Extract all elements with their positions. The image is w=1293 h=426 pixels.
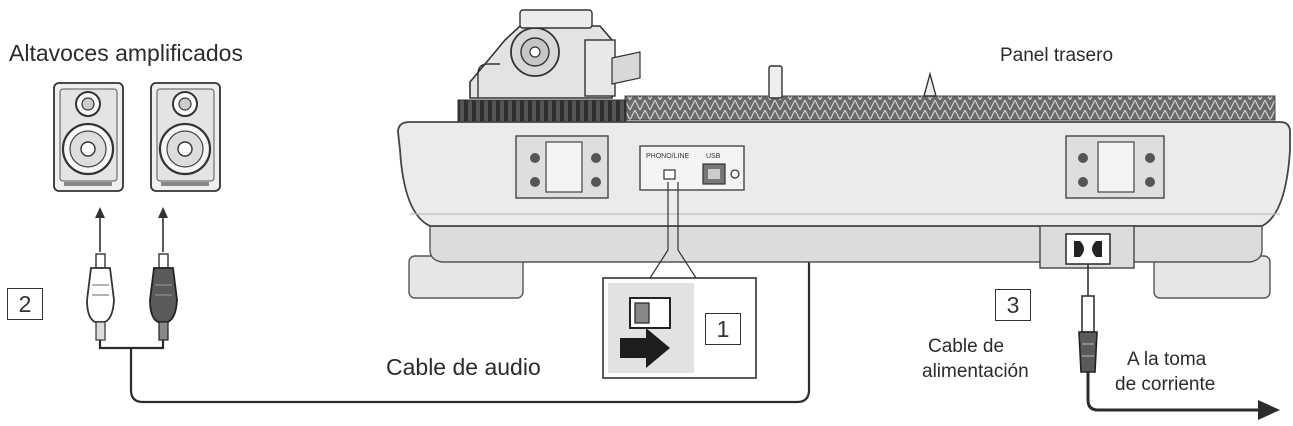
step-3-badge: 3 xyxy=(995,289,1031,321)
speakers-label: Altavoces amplificados xyxy=(9,40,243,66)
switch-callout xyxy=(649,182,697,279)
power-inlet xyxy=(1065,233,1111,265)
switch-direction-arrow-icon xyxy=(620,328,670,368)
power-cable-label-line2: alimentación xyxy=(922,361,1029,382)
speaker-left xyxy=(53,82,124,192)
outlet-label-line1: A la toma xyxy=(1127,349,1207,370)
speaker-right xyxy=(150,82,221,192)
outlet-label-line2: de corriente xyxy=(1115,374,1216,395)
arrow-to-left-speaker xyxy=(95,207,105,252)
phono-line-switch xyxy=(663,169,676,180)
outlet-arrow-icon xyxy=(1258,400,1280,420)
rca-plug-white xyxy=(86,253,115,341)
phono-line-label: PHONO/LINE xyxy=(646,153,690,160)
step-1-badge: 1 xyxy=(705,313,741,345)
audio-cable xyxy=(98,258,811,404)
step-2-badge: 2 xyxy=(7,288,43,320)
arrow-to-right-speaker xyxy=(158,207,168,252)
rear-panel-label: Panel trasero xyxy=(1000,45,1114,66)
switch-zoom-box xyxy=(602,277,757,379)
turntable-rear: PHONO/LINE USB xyxy=(397,9,1291,299)
power-cable xyxy=(1078,264,1280,420)
usb-label: USB xyxy=(706,153,721,160)
rca-plug-red xyxy=(149,253,178,341)
audio-cable-label: Cable de audio xyxy=(386,354,541,380)
power-cable-label-line1: Cable de xyxy=(928,336,1005,357)
